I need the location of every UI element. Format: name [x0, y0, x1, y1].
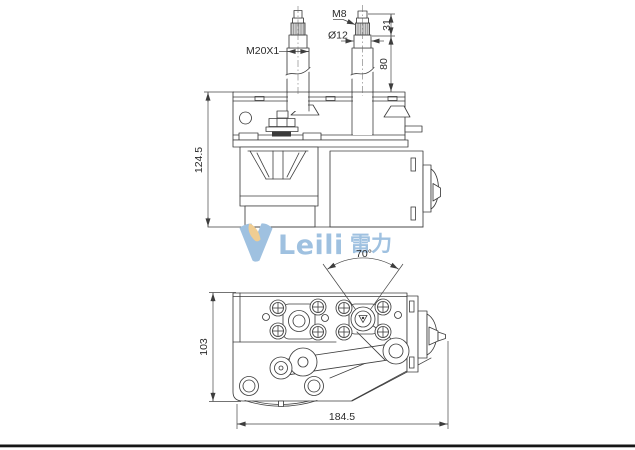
dim-label-31: 31: [381, 19, 393, 31]
logo-flame-icon: [248, 223, 261, 242]
hex-nut: [268, 118, 296, 127]
sweep-angle-indicator: [322, 257, 404, 318]
phillips-screws: [269, 298, 392, 341]
gear-housing: [239, 146, 319, 228]
dim-label-m20x1: M20X1: [246, 45, 279, 57]
dim-label-m8: M8: [332, 8, 347, 20]
brand-watermark: Leili 雷力: [239, 223, 392, 262]
break-line: [285, 66, 311, 76]
output-shaft-left: [285, 6, 311, 96]
dim-label-184-5: 184.5: [329, 411, 355, 423]
dimensions: M8 Ø12 31 80 M20X1 124.5 70° 103 184.5: [193, 8, 449, 429]
clamp-right: [383, 105, 411, 118]
motor-body: [329, 150, 441, 228]
output-shaft-right: [350, 5, 375, 96]
dim-label-124-5: 124.5: [193, 147, 205, 173]
top-view: [207, 5, 441, 228]
bracket-body: [232, 91, 406, 141]
break-line: [350, 66, 375, 76]
flange-bolt-left: [238, 132, 259, 141]
flange-bar: [232, 139, 409, 148]
dim-label-80: 80: [378, 58, 390, 70]
dim-label-dia12: Ø12: [328, 30, 348, 42]
logo-v-icon: [239, 223, 273, 262]
brand-name-latin: Leili: [278, 230, 344, 261]
dim-label-70deg: 70°: [356, 248, 372, 260]
dim-label-103: 103: [198, 338, 210, 356]
bottom-view: [232, 257, 446, 407]
motor-flange: [406, 295, 419, 373]
brand-name-cjk: 雷力: [350, 232, 392, 256]
flange-bolt-right: [302, 132, 322, 141]
bracket-hole: [239, 111, 252, 125]
footer-rule: [0, 444, 635, 448]
